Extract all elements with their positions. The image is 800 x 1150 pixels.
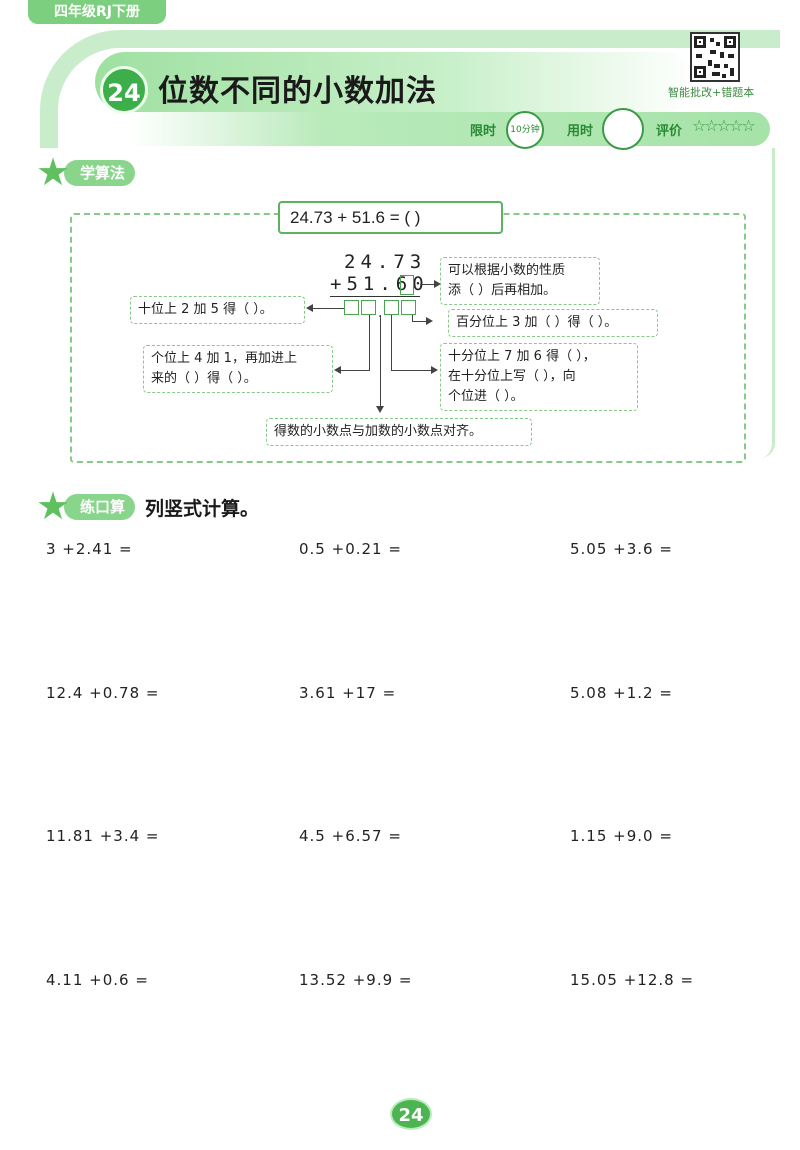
exercise-item: 15.05 +12.8 = <box>570 971 695 989</box>
connector-hundredths-h <box>412 321 428 322</box>
learn-section-badge: 学算法 ★ <box>36 150 146 194</box>
connector-ones-h <box>340 370 370 371</box>
padded-zero-box <box>400 275 414 295</box>
header-rail <box>760 148 775 458</box>
column-sum-line <box>330 296 420 297</box>
star-mascot-icon: ★ <box>36 150 71 194</box>
exercise-item: 13.52 +9.9 = <box>299 971 413 989</box>
exercise-item: 0.5 +0.21 = <box>299 540 402 558</box>
qr-caption: 智能批改+错题本 <box>668 86 755 99</box>
exercise-item: 12.4 +0.78 = <box>46 684 160 702</box>
connector-tenths-v <box>391 315 392 371</box>
qr-code-icon[interactable] <box>690 32 740 82</box>
time-used-circle[interactable] <box>602 108 644 150</box>
exercise-item: 5.08 +1.2 = <box>570 684 673 702</box>
hint-hundredths: 百分位上 3 加（ ）得（ ）。 <box>448 309 658 337</box>
answer-decimal-point: . <box>378 305 383 321</box>
lesson-number-badge: 24 <box>100 66 148 114</box>
hint-pad-zero: 可以根据小数的性质 添（ ）后再相加。 <box>440 257 600 305</box>
hint-decimal-point: 得数的小数点与加数的小数点对齐。 <box>266 418 532 446</box>
arrow-ones <box>334 366 341 374</box>
arrow-point <box>376 406 384 413</box>
header-meta-bar <box>130 112 770 146</box>
exercise-item: 1.15 +9.0 = <box>570 827 673 845</box>
answer-box-ones[interactable] <box>361 300 376 315</box>
lesson-title: 位数不同的小数加法 <box>158 74 437 109</box>
answer-box-tenths[interactable] <box>384 300 399 315</box>
practice-instruction: 列竖式计算。 <box>145 498 260 520</box>
star-mascot-icon: ★ <box>36 484 71 528</box>
connector-pad-zero <box>420 284 436 285</box>
exercise-item: 4.11 +0.6 = <box>46 971 149 989</box>
page-number: 24 <box>390 1098 432 1130</box>
practice-section-badge: 练口算 ★ <box>36 484 146 528</box>
time-limit-label: 限时 <box>470 124 497 139</box>
time-used-label: 用时 <box>567 124 594 139</box>
arrow-tens <box>306 304 313 312</box>
exercise-item: 4.5 +6.57 = <box>299 827 402 845</box>
exercise-item: 3.61 +17 = <box>299 684 397 702</box>
answer-box-tens[interactable] <box>344 300 359 315</box>
header-highlight <box>95 52 695 112</box>
time-limit-value: 10分钟 <box>510 125 540 135</box>
arrow-tenths <box>431 366 438 374</box>
learn-section-label: 学算法 <box>64 160 136 186</box>
connector-tenths-h <box>391 370 433 371</box>
exercise-item: 11.81 +3.4 = <box>46 827 160 845</box>
practice-section-label: 练口算 <box>64 494 136 520</box>
hint-ones: 个位上 4 加 1，再加进上 来的（ ）得（ ）。 <box>143 345 333 393</box>
connector-hundredths-v <box>412 315 413 322</box>
answer-box-hundredths[interactable] <box>401 300 416 315</box>
arrow-hundredths <box>426 317 433 325</box>
grade-tab: 四年级RJ下册 <box>28 0 166 24</box>
stopwatch-icon: 10分钟 <box>506 111 544 149</box>
connector-point-v <box>380 315 381 408</box>
connector-ones-v <box>369 315 370 371</box>
hint-tenths: 十分位上 7 加 6 得（ ）， 在十分位上写（ ），向 个位进（ ）。 <box>440 343 638 411</box>
connector-tens <box>312 308 344 309</box>
arrow-pad-zero <box>434 280 441 288</box>
column-top-number: 24.73 <box>344 251 427 273</box>
example-equation: 24.73 + 51.6 = ( ) <box>278 201 503 234</box>
rating-label: 评价 <box>656 124 683 139</box>
exercise-item: 3 +2.41 = <box>46 540 133 558</box>
hint-tens: 十位上 2 加 5 得（ ）。 <box>130 296 305 324</box>
exercise-item: 5.05 +3.6 = <box>570 540 673 558</box>
rating-stars[interactable]: ☆☆☆☆☆ <box>692 116 756 135</box>
